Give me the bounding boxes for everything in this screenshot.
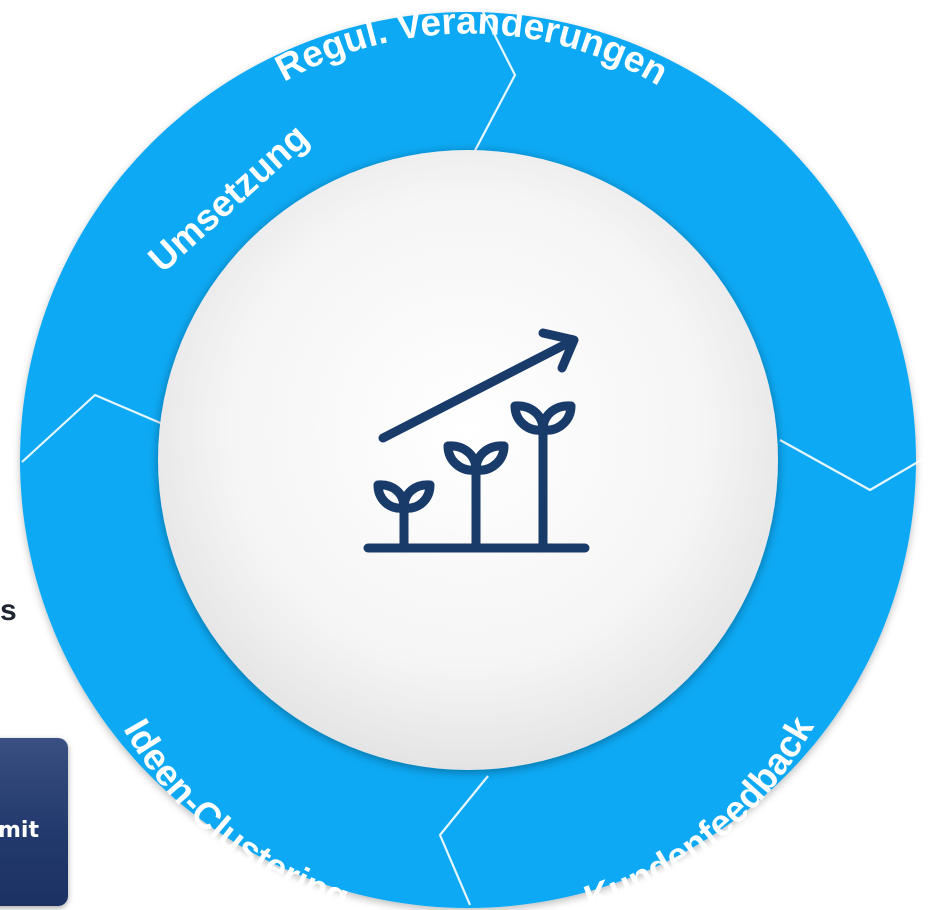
center-disc bbox=[158, 150, 778, 770]
side-button[interactable]: mit bbox=[0, 738, 68, 906]
partial-side-text: s bbox=[0, 594, 17, 627]
divider-bottom bbox=[438, 775, 489, 906]
growth-plants-icon bbox=[363, 328, 590, 553]
divider-top bbox=[469, 5, 517, 161]
side-button-label: mit bbox=[0, 818, 39, 843]
divider-right bbox=[779, 439, 936, 492]
